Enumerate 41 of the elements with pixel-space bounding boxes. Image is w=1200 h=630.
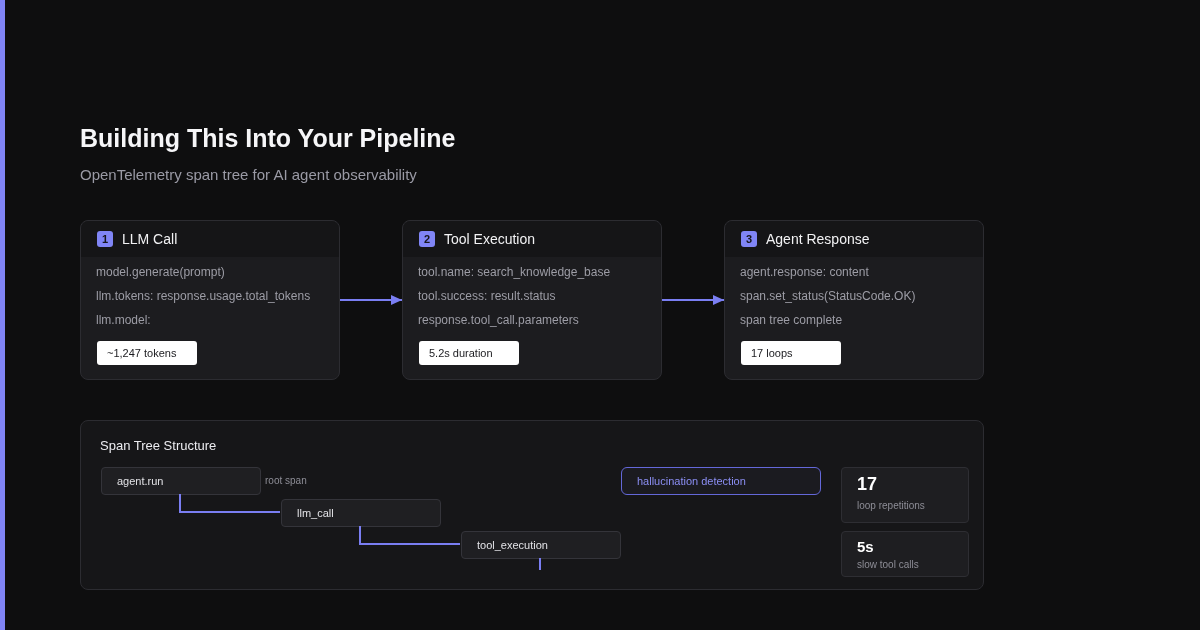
card-title: LLM Call: [122, 231, 178, 247]
panel-title: Span Tree Structure: [100, 438, 217, 454]
detector-box: hallucination detection: [621, 467, 821, 495]
stat-label: loop repetitions: [857, 500, 925, 512]
flow-arrow: [339, 295, 403, 305]
attribute-line: agent.response: content: [740, 264, 869, 281]
step-card: [80, 220, 340, 380]
tree-connector: [539, 557, 541, 571]
flow-arrow: [661, 295, 725, 305]
metric-tag: 17 loops: [741, 341, 841, 365]
stat-label: slow tool calls: [857, 559, 919, 571]
card-title: Agent Response: [766, 231, 870, 247]
metric-tag: 5.2s duration: [419, 341, 519, 365]
step-card: [402, 220, 662, 380]
subtitle: OpenTelemetry span tree for AI agent observability: [80, 165, 417, 185]
attribute-line: response.tool_call.parameters: [418, 312, 579, 329]
attribute-line: model.generate(prompt): [96, 264, 225, 281]
tree-connector: [179, 493, 281, 513]
step-card: [724, 220, 984, 380]
stat-value: 5s: [857, 538, 874, 556]
page-title: Building This Into Your Pipeline: [80, 123, 456, 154]
step-number: 2: [419, 231, 435, 247]
attribute-line: tool.success: result.status: [418, 288, 556, 305]
span-box: tool_execution: [461, 531, 621, 559]
step-number: 3: [741, 231, 757, 247]
span-note: root span: [265, 475, 307, 487]
span-box: llm_call: [281, 499, 441, 527]
attribute-line: llm.tokens: response.usage.total_tokens: [96, 288, 311, 305]
attribute-line: llm.model:: [96, 312, 151, 329]
span-tree-panel: [80, 420, 984, 590]
metric-tag: ~1,247 tokens: [97, 341, 197, 365]
attribute-line: tool.name: search_knowledge_base: [418, 264, 611, 281]
stat-value: 17: [857, 473, 878, 495]
attribute-line: span tree complete: [740, 312, 843, 329]
card-title: Tool Execution: [444, 231, 536, 247]
stat-card: [841, 531, 969, 577]
stat-card: [841, 467, 969, 523]
tree-connector: [359, 525, 461, 545]
step-number: 1: [97, 231, 113, 247]
span-box: agent.run: [101, 467, 261, 495]
attribute-line: span.set_status(StatusCode.OK): [740, 288, 916, 305]
